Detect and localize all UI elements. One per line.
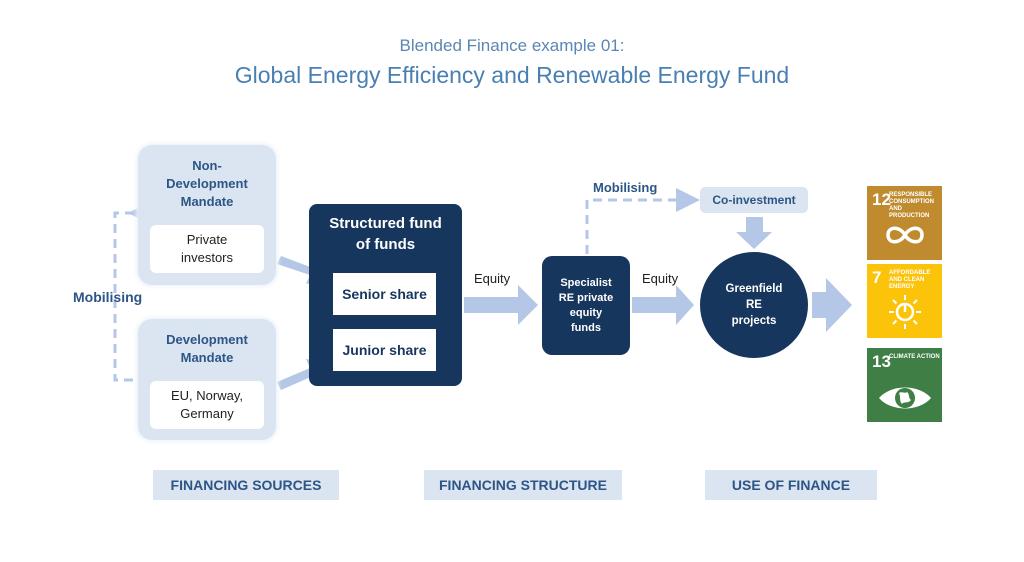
footer-financing-sources: FINANCING SOURCES (153, 470, 339, 500)
senior-share-box: Senior share (333, 273, 436, 315)
greenfield-re-projects-circle: Greenfield RE projects (700, 252, 808, 358)
sdg-text: CLIMATE ACTION (889, 354, 940, 360)
footer-financing-structure: FINANCING STRUCTURE (424, 470, 622, 500)
private-investors-box: Private investors (150, 225, 264, 273)
mobilising-top-dashed-connector (585, 188, 700, 254)
mobilising-dashed-connector (113, 201, 152, 382)
structured-fund-heading: Structured fund of funds (329, 215, 442, 253)
sdg-text: RESPONSIBLE CONSUMPTION AND PRODUCTION (889, 192, 934, 219)
arrow-fund-to-specialist (464, 285, 538, 325)
equity-label-2: Equity (642, 271, 679, 286)
sdg-13-tile: 13 CLIMATE ACTION (867, 348, 942, 422)
development-mandate-heading: Development Mandate (166, 332, 248, 365)
sdg-7-tile: 7 AFFORDABLE AND CLEAN ENERGY (867, 264, 942, 338)
junior-share-box: Junior share (333, 329, 436, 371)
arrow-greenfield-to-sdgs (812, 278, 852, 332)
equity-label-1: Equity (474, 271, 511, 286)
mobilising-label-left: Mobilising (73, 289, 143, 305)
sdg-12-tile: 12 RESPONSIBLE CONSUMPTION AND PRODUCTIO… (867, 186, 942, 260)
arrow-specialist-to-greenfield (632, 285, 694, 325)
sdg-number: 13 (872, 352, 891, 371)
structured-fund-of-funds-box: Structured fund of funds Senior share Ju… (309, 204, 462, 386)
mobilising-label-top: Mobilising (593, 180, 658, 195)
sdg-text: AFFORDABLE AND CLEAN ENERGY (889, 270, 931, 290)
development-mandate-box: Development Mandate EU, Norway, Germany (138, 319, 276, 440)
specialist-re-private-equity-box: Specialist RE private equity funds (542, 256, 630, 355)
non-development-mandate-box: Non- Development Mandate Private investo… (138, 145, 276, 285)
non-development-mandate-heading: Non- Development Mandate (166, 158, 248, 209)
sdg-number: 12 (872, 190, 891, 209)
eu-norway-germany-box: EU, Norway, Germany (150, 381, 264, 429)
arrow-coinvestment-to-greenfield (736, 217, 772, 249)
diagram-subtitle: Blended Finance example 01: (399, 36, 625, 55)
infinity-icon (886, 226, 924, 244)
eye-globe-icon (879, 387, 931, 409)
footer-use-of-finance: USE OF FINANCE (705, 470, 877, 500)
sun-power-icon (889, 295, 921, 329)
co-investment-box: Co-investment (700, 187, 808, 213)
diagram-title: Global Energy Efficiency and Renewable E… (234, 62, 790, 88)
sdg-number: 7 (872, 268, 882, 287)
